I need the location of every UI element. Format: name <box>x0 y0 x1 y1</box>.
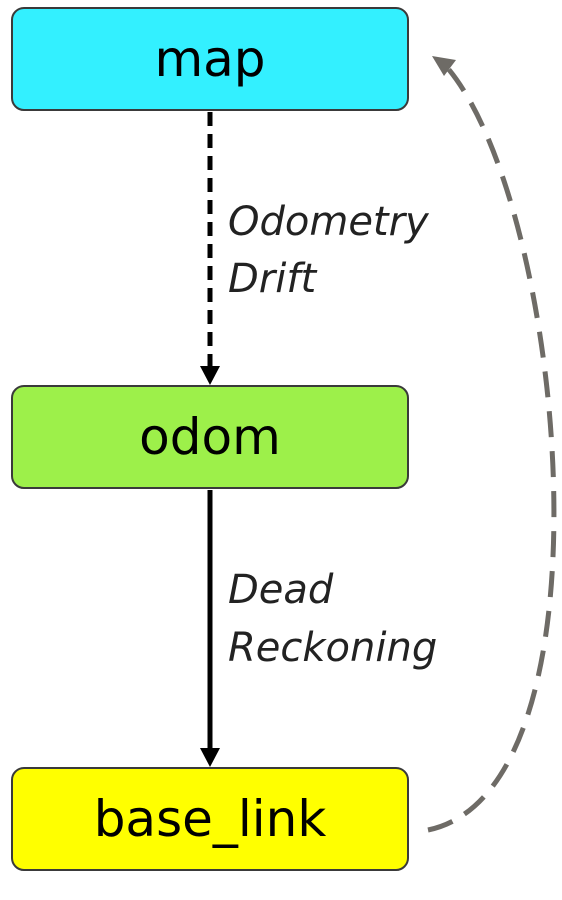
edge-base-link-to-map-curve <box>427 63 557 833</box>
edge-odom-to-base-link-arrowhead <box>200 748 220 767</box>
edge-label-dead: Dead <box>228 567 334 613</box>
node-odom[interactable]: odom <box>11 385 409 489</box>
edge-map-to-odom-arrowhead <box>200 366 220 385</box>
edge-map-to-odom: Odometry Drift <box>200 112 430 385</box>
node-base-link-box <box>11 767 409 871</box>
node-odom-label: odom <box>139 408 281 466</box>
node-map-label: map <box>154 30 265 88</box>
node-map[interactable]: map <box>11 7 409 111</box>
edge-label-odometry: Odometry <box>228 199 430 245</box>
edge-odom-to-base-link: Dead Reckoning <box>200 490 437 767</box>
edge-base-link-to-map <box>427 56 557 833</box>
edge-label-reckoning: Reckoning <box>228 625 437 671</box>
node-base-link[interactable]: base_link <box>11 767 409 871</box>
node-map-box <box>11 7 409 111</box>
node-odom-box <box>11 385 409 489</box>
node-base-link-label: base_link <box>94 790 327 848</box>
edge-base-link-to-map-arrowhead <box>432 56 456 76</box>
edge-label-drift: Drift <box>228 256 317 302</box>
